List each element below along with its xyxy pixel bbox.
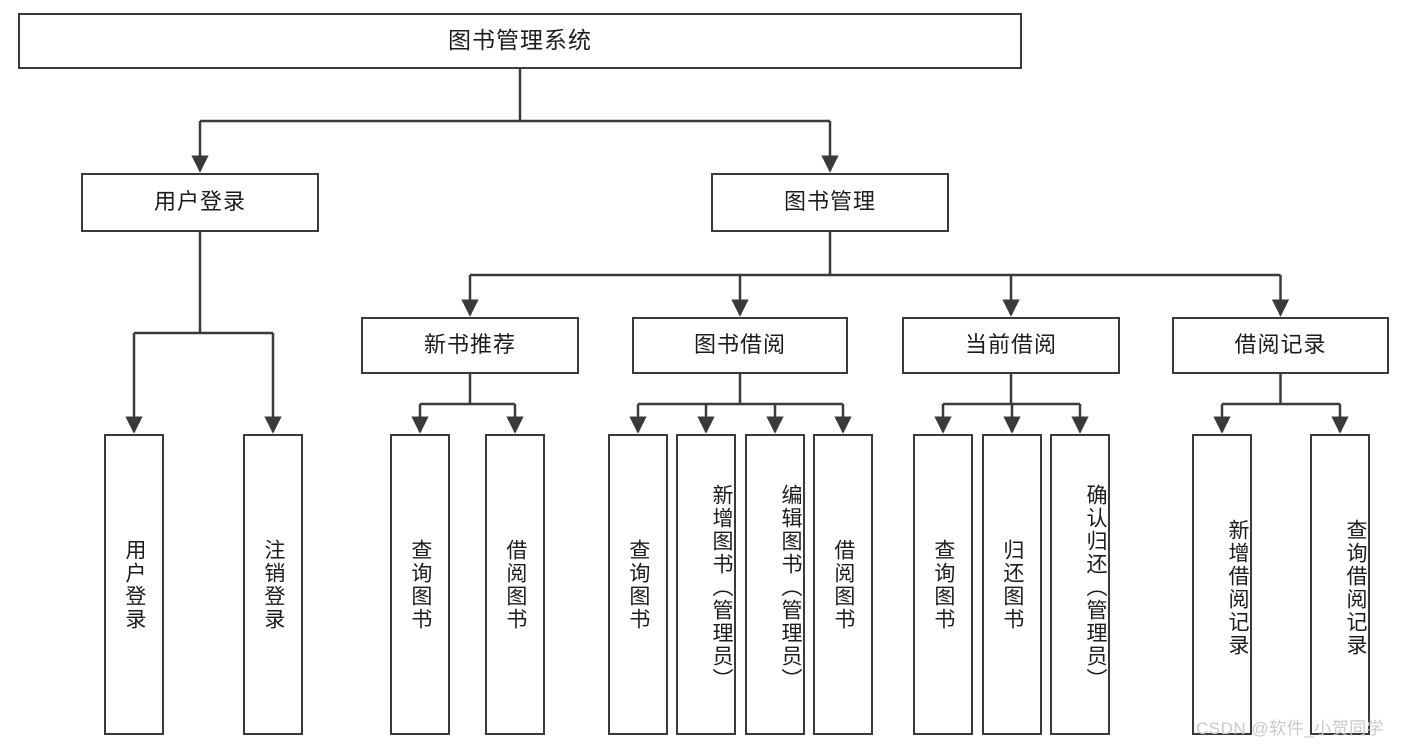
- node-label: 编辑图书（管理员）: [779, 484, 802, 691]
- node-records[interactable]: 借阅记录: [1172, 317, 1389, 374]
- node-label: 图书管理系统: [448, 27, 592, 54]
- node-root[interactable]: 图书管理系统: [18, 13, 1022, 69]
- watermark-text: CSDN @软件_小贺同学: [1196, 719, 1385, 738]
- node-leaf-borrow-4[interactable]: 借阅图书: [813, 434, 873, 735]
- node-leaf-rec-2[interactable]: 查询借阅记录: [1310, 434, 1370, 735]
- node-leaf-cur-3[interactable]: 确认归还（管理员）: [1050, 434, 1110, 735]
- node-label: 借阅图书: [503, 538, 527, 631]
- node-label: 新书推荐: [423, 332, 516, 358]
- node-label: 新增借阅记录: [1226, 518, 1249, 657]
- node-label: 查询图书: [408, 538, 432, 631]
- node-leaf-borrow-1[interactable]: 查询图书: [608, 434, 668, 735]
- node-label: 归还图书: [1000, 538, 1024, 631]
- node-leaf-borrow-3[interactable]: 编辑图书（管理员）: [745, 434, 805, 735]
- node-label: 新增图书（管理员）: [710, 484, 733, 691]
- node-label: 借阅图书: [831, 538, 855, 631]
- node-label: 查询图书: [626, 538, 650, 631]
- node-leaf-login-1[interactable]: 用户登录: [104, 434, 164, 735]
- node-leaf-cur-1[interactable]: 查询图书: [913, 434, 973, 735]
- node-current[interactable]: 当前借阅: [902, 317, 1120, 374]
- node-login[interactable]: 用户登录: [81, 173, 319, 232]
- node-leaf-rec-1[interactable]: 新增借阅记录: [1192, 434, 1252, 735]
- node-leaf-new-2[interactable]: 借阅图书: [485, 434, 545, 735]
- node-label: 查询借阅记录: [1344, 518, 1367, 657]
- node-label: 用户登录: [122, 538, 146, 631]
- node-label: 用户登录: [153, 189, 246, 215]
- node-label: 当前借阅: [964, 332, 1057, 358]
- node-label: 借阅记录: [1234, 332, 1327, 358]
- node-label: 确认归还（管理员）: [1084, 484, 1107, 691]
- node-label: 注销登录: [261, 538, 285, 631]
- node-label: 图书管理: [783, 189, 876, 215]
- node-leaf-cur-2[interactable]: 归还图书: [982, 434, 1042, 735]
- node-leaf-borrow-2[interactable]: 新增图书（管理员）: [676, 434, 736, 735]
- node-borrow[interactable]: 图书借阅: [632, 317, 848, 374]
- node-newrec[interactable]: 新书推荐: [361, 317, 579, 374]
- node-label: 查询图书: [931, 538, 955, 631]
- node-bookmgmt[interactable]: 图书管理: [711, 173, 949, 232]
- node-label: 图书借阅: [693, 332, 786, 358]
- node-leaf-login-2[interactable]: 注销登录: [243, 434, 303, 735]
- node-leaf-new-1[interactable]: 查询图书: [390, 434, 450, 735]
